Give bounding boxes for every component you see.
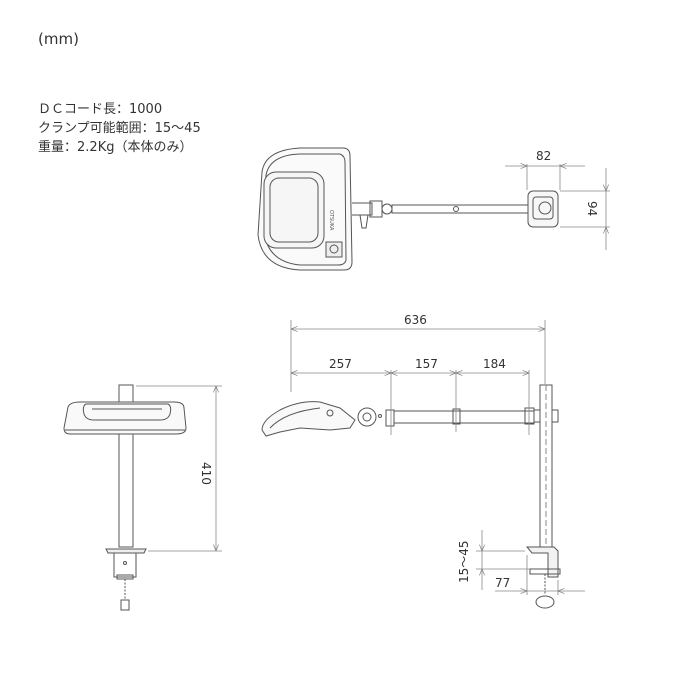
- dim-arm-segment-2: 157: [415, 357, 438, 371]
- lamp-head-top-icon: OTSUKA: [257, 147, 353, 271]
- spec-clamp-range: クランプ可能範囲：15〜45: [38, 121, 201, 136]
- spec-cord-length: ＤＣコード長：1000: [38, 102, 163, 117]
- dim-arm-segment-1: 257: [329, 357, 352, 371]
- svg-text:OTSUKA: OTSUKA: [328, 210, 334, 231]
- side-view: [261, 384, 561, 609]
- side-view-dimensions: [290, 320, 585, 595]
- lamp-head-front-icon: [63, 401, 187, 435]
- front-view-dimensions: [136, 385, 222, 552]
- top-view: OTSUKA: [257, 147, 559, 271]
- front-view: [63, 384, 187, 611]
- dim-arm-segment-3: 184: [483, 357, 506, 371]
- spec-weight: 重量：2.2Kg（本体のみ）: [38, 140, 193, 155]
- dim-clamp-depth-top: 94: [585, 201, 599, 216]
- dim-total-reach: 636: [404, 313, 427, 327]
- unit-label: (mm): [38, 30, 79, 48]
- dim-clamp-depth: 77: [495, 576, 510, 590]
- dim-clamp-width: 82: [536, 149, 551, 163]
- spec-list: ＤＣコード長：1000 クランプ可能範囲：15〜45 重量：2.2Kg（本体のみ…: [38, 100, 201, 157]
- top-view-dimensions: [505, 164, 610, 250]
- dim-height: 410: [199, 462, 213, 485]
- dim-clamp-range: 15〜45: [457, 540, 471, 583]
- lamp-head-side-icon: [261, 401, 356, 437]
